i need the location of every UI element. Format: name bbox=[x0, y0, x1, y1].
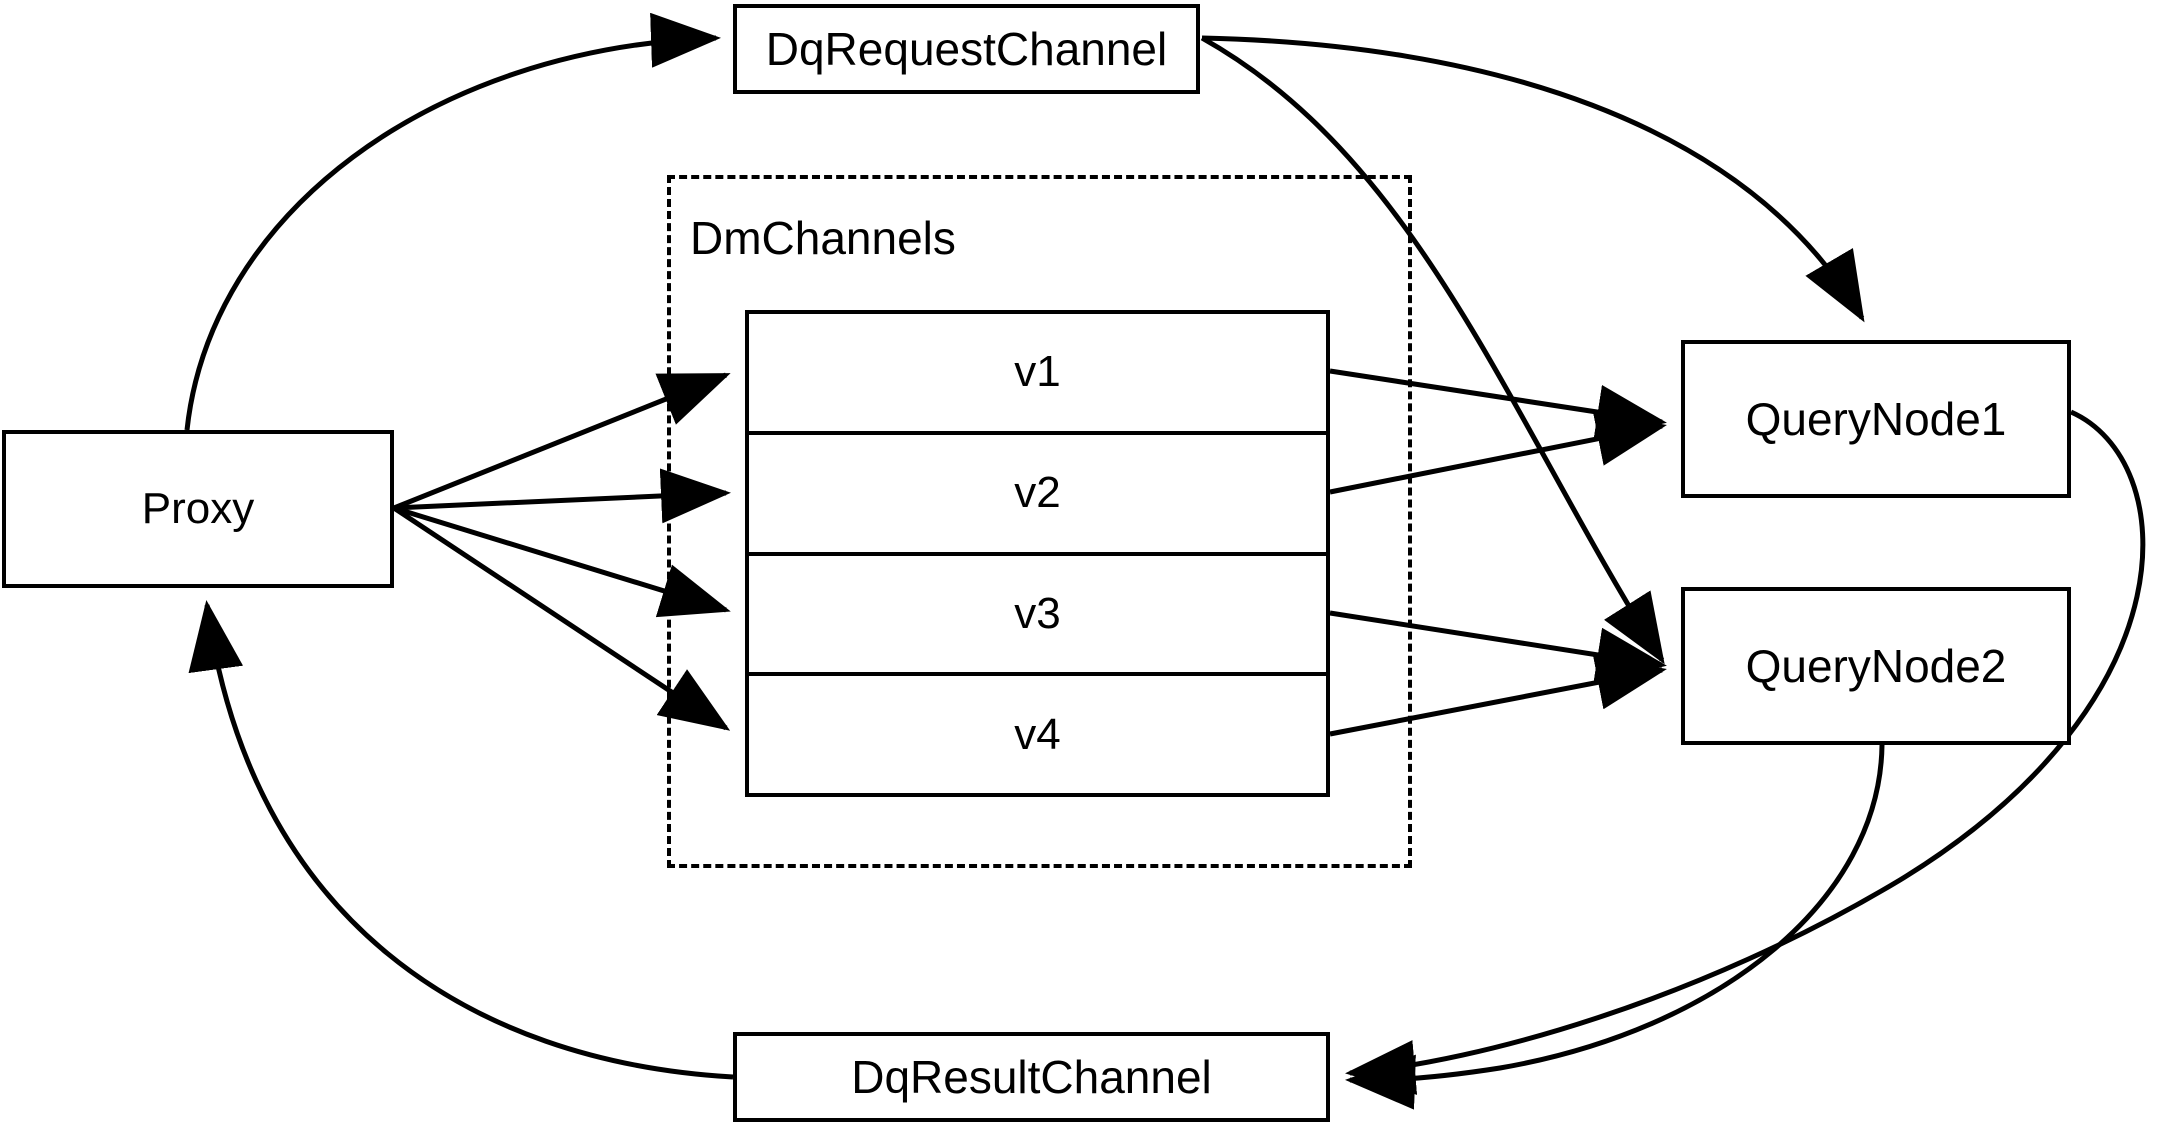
node-dq-request-channel[interactable]: DqRequestChannel bbox=[733, 4, 1200, 94]
dm-channel-row-v2[interactable]: v2 bbox=[749, 435, 1326, 556]
edge-querynode2-to-dqresultchannel bbox=[1345, 744, 1885, 1110]
node-proxy[interactable]: Proxy bbox=[2, 430, 394, 588]
edge-dqresultchannel-to-proxy bbox=[188, 600, 734, 1080]
group-dm-channels-label: DmChannels bbox=[690, 212, 956, 264]
dm-channel-row-v4[interactable]: v4 bbox=[1014, 709, 1061, 759]
node-dq-result-channel[interactable]: DqResultChannel bbox=[733, 1032, 1330, 1122]
edge-proxy-to-dqrequestchannel bbox=[184, 12, 721, 431]
dm-channel-stack: v1 v2 v3 v4 bbox=[745, 310, 1330, 797]
dm-channel-row-v1[interactable]: v1 bbox=[749, 314, 1326, 435]
node-query-node-2[interactable]: QueryNode2 bbox=[1681, 587, 2071, 745]
dm-channel-row-v3[interactable]: v3 bbox=[749, 556, 1326, 677]
node-query-node-1[interactable]: QueryNode1 bbox=[1681, 340, 2071, 498]
